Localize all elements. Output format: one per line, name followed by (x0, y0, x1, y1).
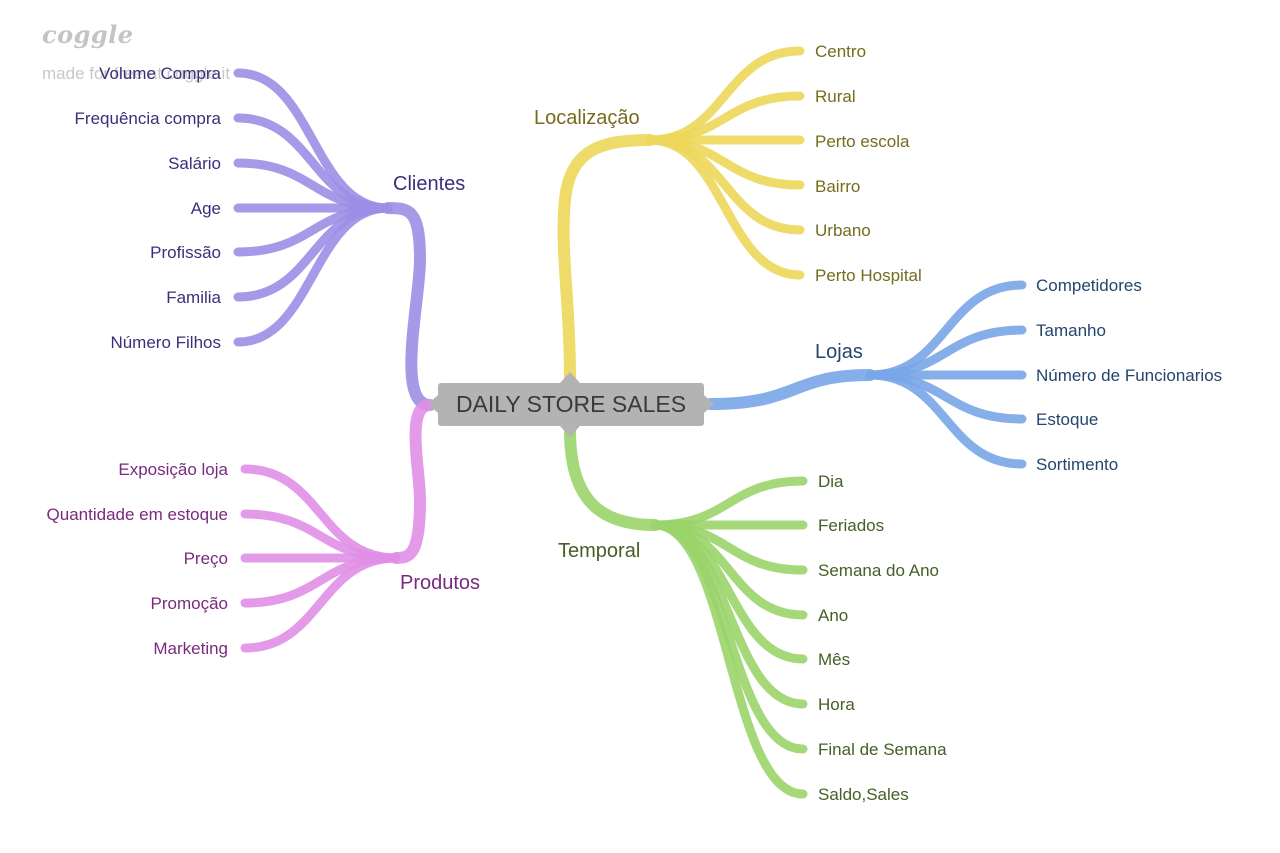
clientes-trunk (382, 202, 436, 411)
branch-temporal[interactable]: Temporal (558, 540, 641, 562)
lojas-item-numero-de-funcionarios[interactable]: Número de Funcionarios (1036, 366, 1223, 385)
temporal-trunk (564, 424, 661, 531)
produtos-item-promocao[interactable]: Promoção (150, 594, 228, 613)
lojas-item-competidores[interactable]: Competidores (1036, 276, 1142, 295)
temporal-connector-0 (650, 476, 808, 530)
clientes-item-numero-filhos[interactable]: Número Filhos (110, 333, 221, 352)
localizacao-item-bairro[interactable]: Bairro (815, 177, 861, 196)
clientes-item-familia[interactable]: Familia (166, 288, 221, 307)
coggle-logo: coggle (42, 20, 134, 49)
made-with-text: made for free at coggle.it (42, 64, 231, 83)
produtos-item-marketing[interactable]: Marketing (153, 639, 228, 658)
temporal-connector-6 (650, 520, 808, 754)
lojas-connector-4 (865, 370, 1027, 469)
localizacao-item-centro[interactable]: Centro (815, 42, 867, 61)
localizacao-item-urbano[interactable]: Urbano (815, 221, 871, 240)
localizacao-item-rural[interactable]: Rural (815, 87, 856, 106)
clientes-connector-6 (233, 203, 393, 347)
temporal-connector-7 (650, 520, 808, 799)
temporal-item-mes[interactable]: Mês (818, 650, 851, 669)
temporal-item-semana-do-ano[interactable]: Semana do Ano (818, 561, 939, 580)
root-notch-top (560, 372, 580, 383)
temporal-item-hora[interactable]: Hora (818, 695, 855, 714)
clientes-item-profissao[interactable]: Profissão (150, 243, 221, 262)
lojas-item-estoque[interactable]: Estoque (1036, 410, 1099, 429)
clientes-item-volume-compra[interactable]: Volume Compra (99, 64, 221, 83)
produtos-item-preco[interactable]: Preço (183, 549, 228, 568)
root-notch-left (428, 395, 438, 413)
lojas-item-tamanho[interactable]: Tamanho (1036, 321, 1106, 340)
produtos-item-exposicao-loja[interactable]: Exposição loja (118, 460, 228, 479)
produtos-connector-4 (240, 553, 401, 653)
clientes-item-age[interactable]: Age (190, 199, 221, 218)
localizacao-trunk (557, 134, 656, 384)
clientes-item-salario[interactable]: Salário (168, 154, 221, 173)
branch-produtos[interactable]: Produtos (400, 572, 481, 594)
root-node[interactable]: DAILY STORE SALES (438, 383, 704, 426)
root-notch-bottom (560, 426, 580, 437)
temporal-item-final-de-semana[interactable]: Final de Semana (818, 740, 947, 759)
produtos-trunk (390, 399, 436, 564)
temporal-item-ano[interactable]: Ano (818, 606, 849, 625)
localizacao-item-perto-hospital[interactable]: Perto Hospital (815, 266, 922, 285)
branch-clientes[interactable]: Clientes (393, 173, 466, 195)
lojas-trunk (704, 369, 876, 410)
temporal-item-feriados[interactable]: Feriados (818, 516, 885, 535)
temporal-item-dia[interactable]: Dia (818, 472, 844, 491)
localizacao-connector-5 (645, 135, 805, 280)
branch-localizacao[interactable]: Localização (534, 107, 640, 129)
clientes-item-frequencia-compra[interactable]: Frequência compra (74, 109, 221, 128)
temporal-item-saldo-sales[interactable]: Saldo,Sales (818, 785, 909, 804)
localizacao-item-perto-escola[interactable]: Perto escola (815, 132, 910, 151)
branch-lojas[interactable]: Lojas (815, 341, 863, 363)
lojas-item-sortimento[interactable]: Sortimento (1036, 455, 1119, 474)
root-label: DAILY STORE SALES (455, 391, 687, 417)
produtos-item-quantidade-em-estoque[interactable]: Quantidade em estoque (46, 505, 228, 524)
root-notch-right (704, 395, 714, 413)
